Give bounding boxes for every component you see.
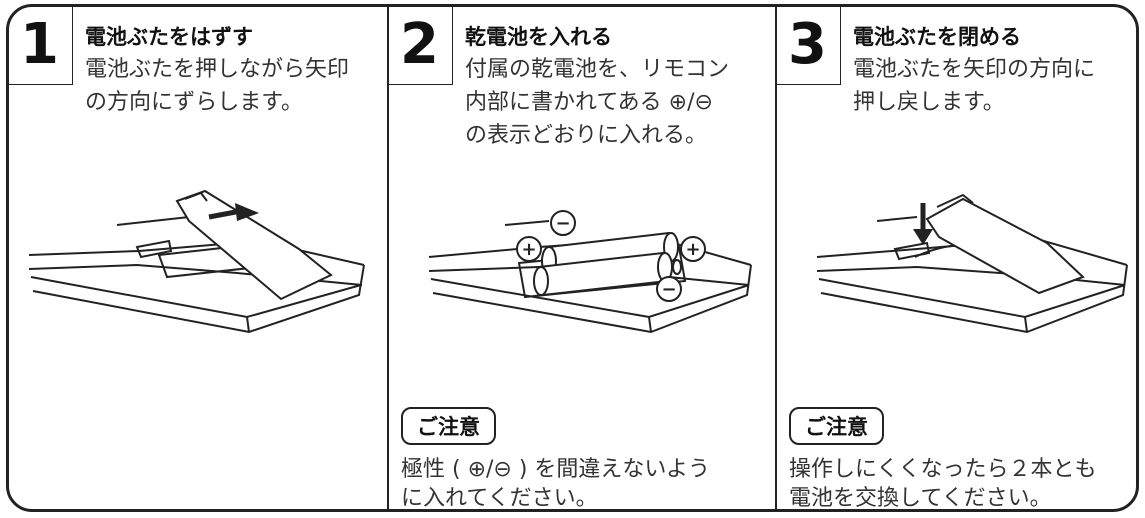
step-2-title: 乾電池を入れる [465,25,612,49]
step-2-caution: ご注意 極性 ( ⊕/⊖ ) を間違えないよう に入れてください。 [401,407,710,511]
step-1-number: 1 [9,7,73,85]
step-3-number: 3 [775,7,841,85]
step-2-number: 2 [387,7,453,85]
battery-minus-sign-bottom: − [661,279,676,300]
battery-plus-sign-left: + [521,239,536,260]
step-3-caution: ご注意 操作しにくくなったら２本とも 電池を交換してください。 [789,407,1097,511]
step-2-caution-text: 極性 ( ⊕/⊖ ) を間違えないよう に入れてください。 [401,457,710,511]
step-1-title: 電池ぶたをはずす [85,25,253,49]
step-1-panel: 1 電池ぶたをはずす 電池ぶたを押しながら矢印 の方向にずらします。 [9,7,387,509]
remote-battery-illustration: + − + − [428,210,752,334]
step-3-caution-text: 操作しにくくなったら２本とも 電池を交換してください。 [789,457,1097,511]
battery-minus-sign-top: − [555,213,570,234]
step-3-description: 電池ぶたを矢印の方向に 押し戻します。 [853,57,1096,115]
step-3-panel: 3 電池ぶたを閉める 電池ぶたを矢印の方向に 押し戻します。 ご注意 操作しにく… [775,7,1136,509]
step-3-title: 電池ぶたを閉める [853,25,1021,49]
instruction-frame: 1 電池ぶたをはずす 電池ぶたを押しながら矢印 の方向にずらします。 2 乾電池… [6,4,1139,512]
step-2-panel: 2 乾電池を入れる 付属の乾電池を、リモコン 内部に書かれてある ⊕/⊖ の表示… [387,7,775,509]
step-1-description: 電池ぶたを押しながら矢印 の方向にずらします。 [85,57,350,115]
step-2-description: 付属の乾電池を、リモコン 内部に書かれてある ⊕/⊖ の表示どおりに入れる。 [465,57,730,148]
remote-close-cover-illustration [816,193,1128,334]
step-3-caution-label: ご注意 [789,407,884,445]
remote-open-cover-illustration [28,189,365,334]
step-2-caution-label: ご注意 [401,407,496,445]
battery-plus-sign-right: + [685,239,700,260]
